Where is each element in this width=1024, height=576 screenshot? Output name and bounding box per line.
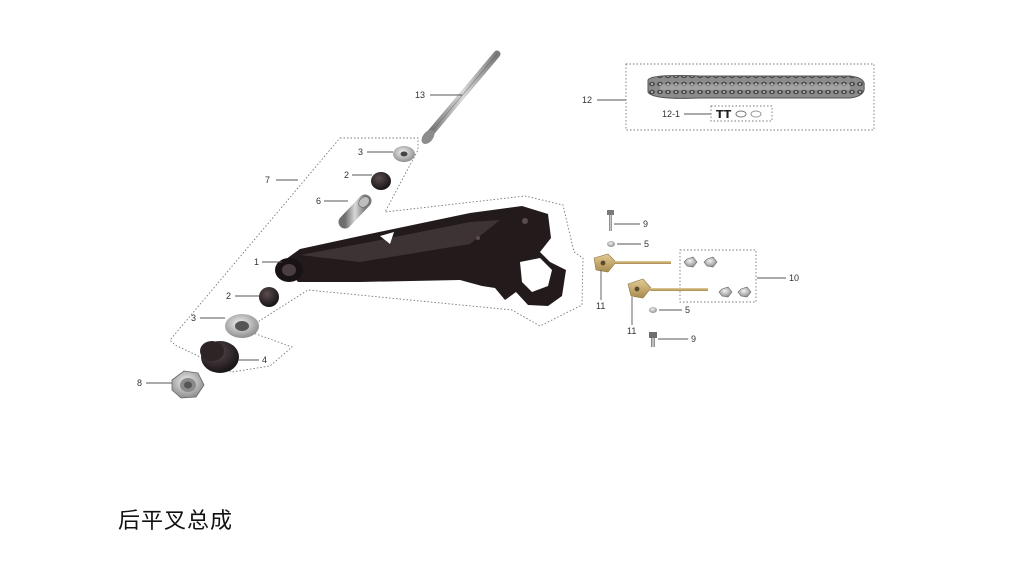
callout-12-1: 12-1 (662, 109, 680, 119)
bushing-part-bottom (259, 287, 279, 307)
callout-9-bottom: 9 (691, 334, 696, 344)
chain-link-dotted-box (710, 105, 773, 122)
callout-labels: 13 3 2 6 7 1 2 3 4 8 12 12-1 9 5 10 11 1… (137, 90, 799, 388)
washer-part-bottom (225, 314, 259, 338)
sleeve-part (338, 194, 372, 229)
nut-group-dotted-box (679, 249, 757, 303)
callout-8: 8 (137, 378, 142, 388)
chain-part (647, 75, 865, 99)
small-bolt-part-bottom (649, 332, 657, 347)
callout-9-top: 9 (643, 219, 648, 229)
page-title: 后平叉总成 (118, 509, 234, 534)
leader-lines (146, 94, 786, 384)
nut-part (171, 370, 205, 399)
callout-4: 4 (262, 355, 267, 365)
callout-3-top: 3 (358, 147, 363, 157)
small-washer-part-bottom (649, 307, 657, 313)
callout-5-bottom: 5 (685, 305, 690, 315)
callout-10: 10 (789, 273, 799, 283)
chain-dotted-box (625, 63, 875, 131)
chain-link-part: TT (716, 108, 762, 121)
spacer-part (200, 341, 239, 373)
small-washer-part-top (607, 241, 615, 247)
callout-2-bottom: 2 (226, 291, 231, 301)
callout-6: 6 (316, 196, 321, 206)
callout-3-bottom: 3 (191, 313, 196, 323)
callout-11-bottom: 11 (627, 326, 636, 336)
swingarm-part (275, 206, 566, 306)
nut-group-part (683, 256, 752, 298)
chain-adjuster-part-bottom (627, 278, 708, 299)
callout-2-top: 2 (344, 170, 349, 180)
bushing-part-top (371, 172, 391, 190)
chain-adjuster-part-top (593, 253, 671, 273)
washer-part-top (393, 146, 415, 162)
callout-12: 12 (582, 95, 592, 105)
callout-7: 7 (265, 175, 270, 185)
chain-link-mark: TT (716, 108, 732, 121)
long-bolt-part (421, 50, 501, 144)
callout-11-top: 11 (596, 301, 605, 311)
callout-1: 1 (254, 257, 259, 267)
callout-13: 13 (415, 90, 425, 100)
small-bolt-part-top (607, 210, 614, 231)
callout-5-top: 5 (644, 239, 649, 249)
